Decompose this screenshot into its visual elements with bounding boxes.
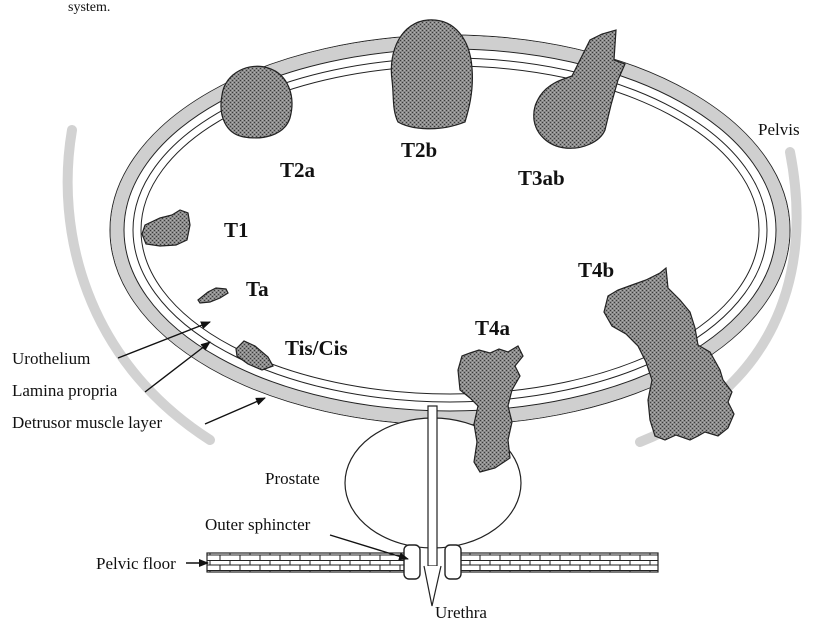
label-t1: T1	[224, 218, 249, 242]
tumor-t2a	[221, 66, 292, 138]
label-urothelium: Urothelium	[12, 349, 90, 368]
label-detrusor-muscle-layer: Detrusor muscle layer	[12, 413, 162, 432]
label-ta: Ta	[246, 277, 269, 301]
outer-sphincter-right	[445, 545, 461, 579]
pelvic-floor-left	[207, 553, 407, 572]
label-prostate: Prostate	[265, 469, 320, 488]
arrow-lamina-propria	[145, 342, 210, 392]
pelvic-floor-right	[460, 553, 658, 572]
label-t3ab: T3ab	[518, 166, 565, 190]
urethra-tube	[428, 406, 437, 566]
label-t2b: T2b	[401, 138, 437, 162]
label-t2a: T2a	[280, 158, 316, 182]
label-lamina-propria: Lamina propria	[12, 381, 118, 400]
arrow-detrusor	[205, 398, 265, 424]
tumor-t2b	[391, 20, 472, 129]
label-t4b: T4b	[578, 258, 614, 282]
urethra-outlet	[424, 566, 441, 606]
label-urethra: Urethra	[435, 603, 487, 622]
label-pelvic-floor: Pelvic floor	[96, 554, 176, 573]
caption-fragment: system.	[68, 0, 110, 15]
label-tis: Tis/Cis	[285, 336, 348, 360]
label-pelvis: Pelvis	[758, 120, 800, 139]
label-t4a: T4a	[475, 316, 511, 340]
label-outer-sphincter: Outer sphincter	[205, 515, 311, 534]
outer-sphincter-left	[404, 545, 420, 579]
